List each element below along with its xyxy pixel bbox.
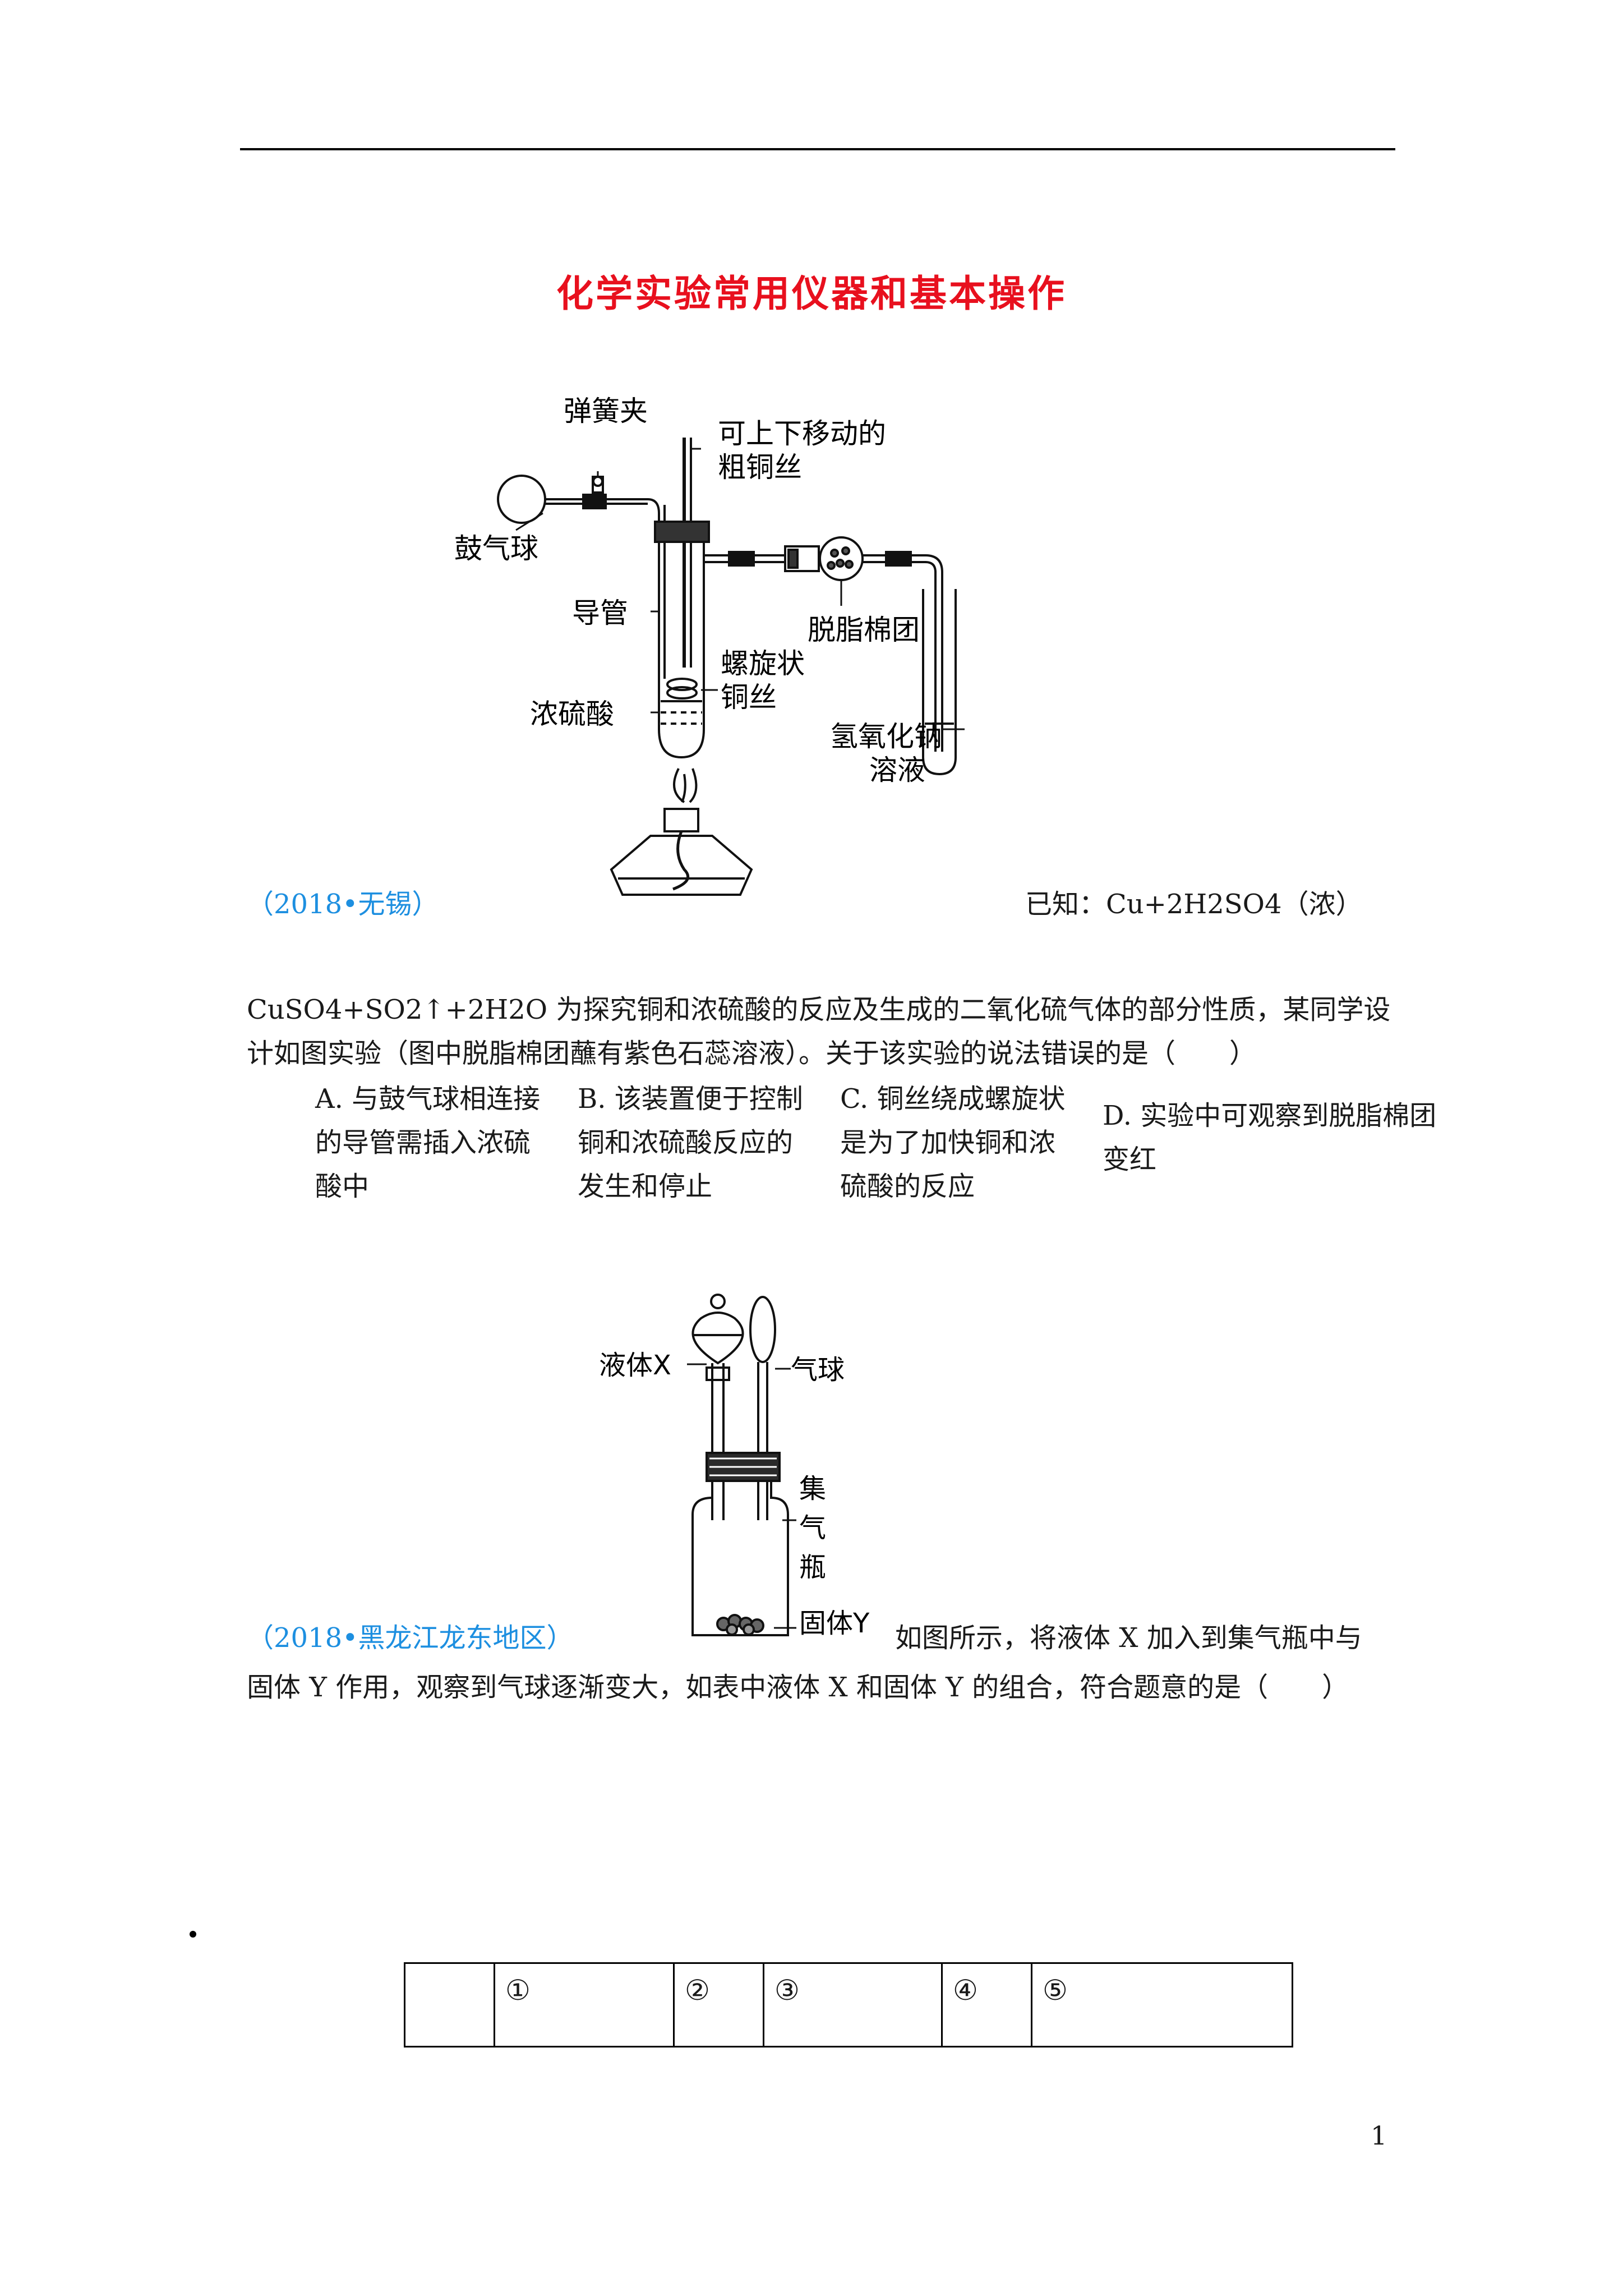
question-2-line-2: 固体 Y 作用，观察到气球逐渐变大，如表中液体 X 和固体 Y 的组合，符合题意… [247,1672,1349,1703]
table-header-cell: ① [494,1964,673,2046]
label-spiral-wire-1: 螺旋状 [721,647,805,680]
table-header-cell: ② [673,1964,763,2046]
label-conc-sulfuric: 浓硫酸 [530,698,614,730]
label-bellows-ball: 鼓气球 [454,532,538,565]
label-spring-clip: 弹簧夹 [564,395,648,427]
question-2-line-1: 如图所示，将液体 X 加入到集气瓶中与 [895,1622,1362,1654]
label-movable-wire-2: 粗铜丝 [718,451,802,484]
option-a-line: A. 与鼓气球相连接 [315,1083,541,1115]
option-d-line: 变红 [1103,1144,1157,1175]
question-1-source: （2018•无锡） [247,889,439,920]
option-d[interactable]: D. 实验中可观察到脱脂棉团 变红 [1103,1094,1436,1181]
option-a-line: 的导管需插入浓硫 [315,1127,531,1158]
label-bottle-char-3: 瓶 [799,1552,826,1583]
label-bottle-char-1: 集 [799,1473,826,1504]
label-bottle-char-2: 气 [799,1512,826,1544]
option-d-line: D. 实验中可观察到脱脂棉团 [1103,1100,1437,1131]
option-b-line: 铜和浓硫酸反应的 [578,1127,794,1158]
table-header-cell: ③ [763,1964,941,2046]
table-header-cell: ⑤ [1031,1964,1292,2046]
label-liquid-x: 液体X [599,1350,671,1381]
option-a[interactable]: A. 与鼓气球相连接 的导管需插入浓硫 酸中 [315,1077,540,1208]
question-1-line-1: CuSO4+SO2↑+2H2O 为探究铜和浓硫酸的反应及生成的二氧化硫气体的部分… [247,994,1391,1025]
options-table: ① ② ③ ④ ⑤ [404,1962,1293,2047]
header-rule [240,148,1395,150]
label-spiral-wire-2: 铜丝 [721,681,777,714]
bullet-dot [190,1931,196,1938]
table-header-cell: ④ [941,1964,1031,2046]
label-balloon: 气球 [791,1354,845,1386]
option-b-line: 发生和停止 [578,1171,713,1202]
option-c-line: C. 铜丝绕成螺旋状 [840,1083,1066,1115]
apparatus-figure-1: 弹簧夹 可上下移动的 粗铜丝 鼓气球 导管 脱脂棉团 螺旋状 铜丝 浓硫酸 氢氧… [454,395,965,896]
option-c-line: 是为了加快铜和浓 [840,1127,1056,1158]
label-naoh-2: 溶液 [869,754,925,786]
option-c[interactable]: C. 铜丝绕成螺旋状 是为了加快铜和浓 硫酸的反应 [840,1077,1066,1208]
page-number: 1 [1371,2120,1387,2151]
label-naoh-1: 氢氧化钠 [830,720,942,753]
apparatus-figure-2: 液体X 气球 集 气 瓶 固体Y [599,1294,870,1639]
label-solid-y: 固体Y [799,1608,870,1639]
table-header-cell [405,1964,494,2046]
label-movable-wire-1: 可上下移动的 [718,417,886,450]
option-c-line: 硫酸的反应 [840,1171,975,1202]
option-b[interactable]: B. 该装置便于控制 铜和浓硫酸反应的 发生和停止 [578,1077,803,1208]
question-2-source: （2018•黑龙江龙东地区） [247,1622,574,1654]
option-b-line: B. 该装置便于控制 [578,1083,803,1115]
question-1-line-2: 计如图实验（图中脱脂棉团蘸有紫色石蕊溶液）。关于该实验的说法错误的是（ ） [247,1038,1257,1069]
label-conduit: 导管 [572,597,628,629]
page-title: 化学实验常用仪器和基本操作 [556,272,1067,315]
question-1-known: 已知：Cu+2H2SO4（浓） [1025,889,1363,920]
option-a-line: 酸中 [315,1171,370,1202]
label-degreased-cotton: 脱脂棉团 [808,614,920,646]
